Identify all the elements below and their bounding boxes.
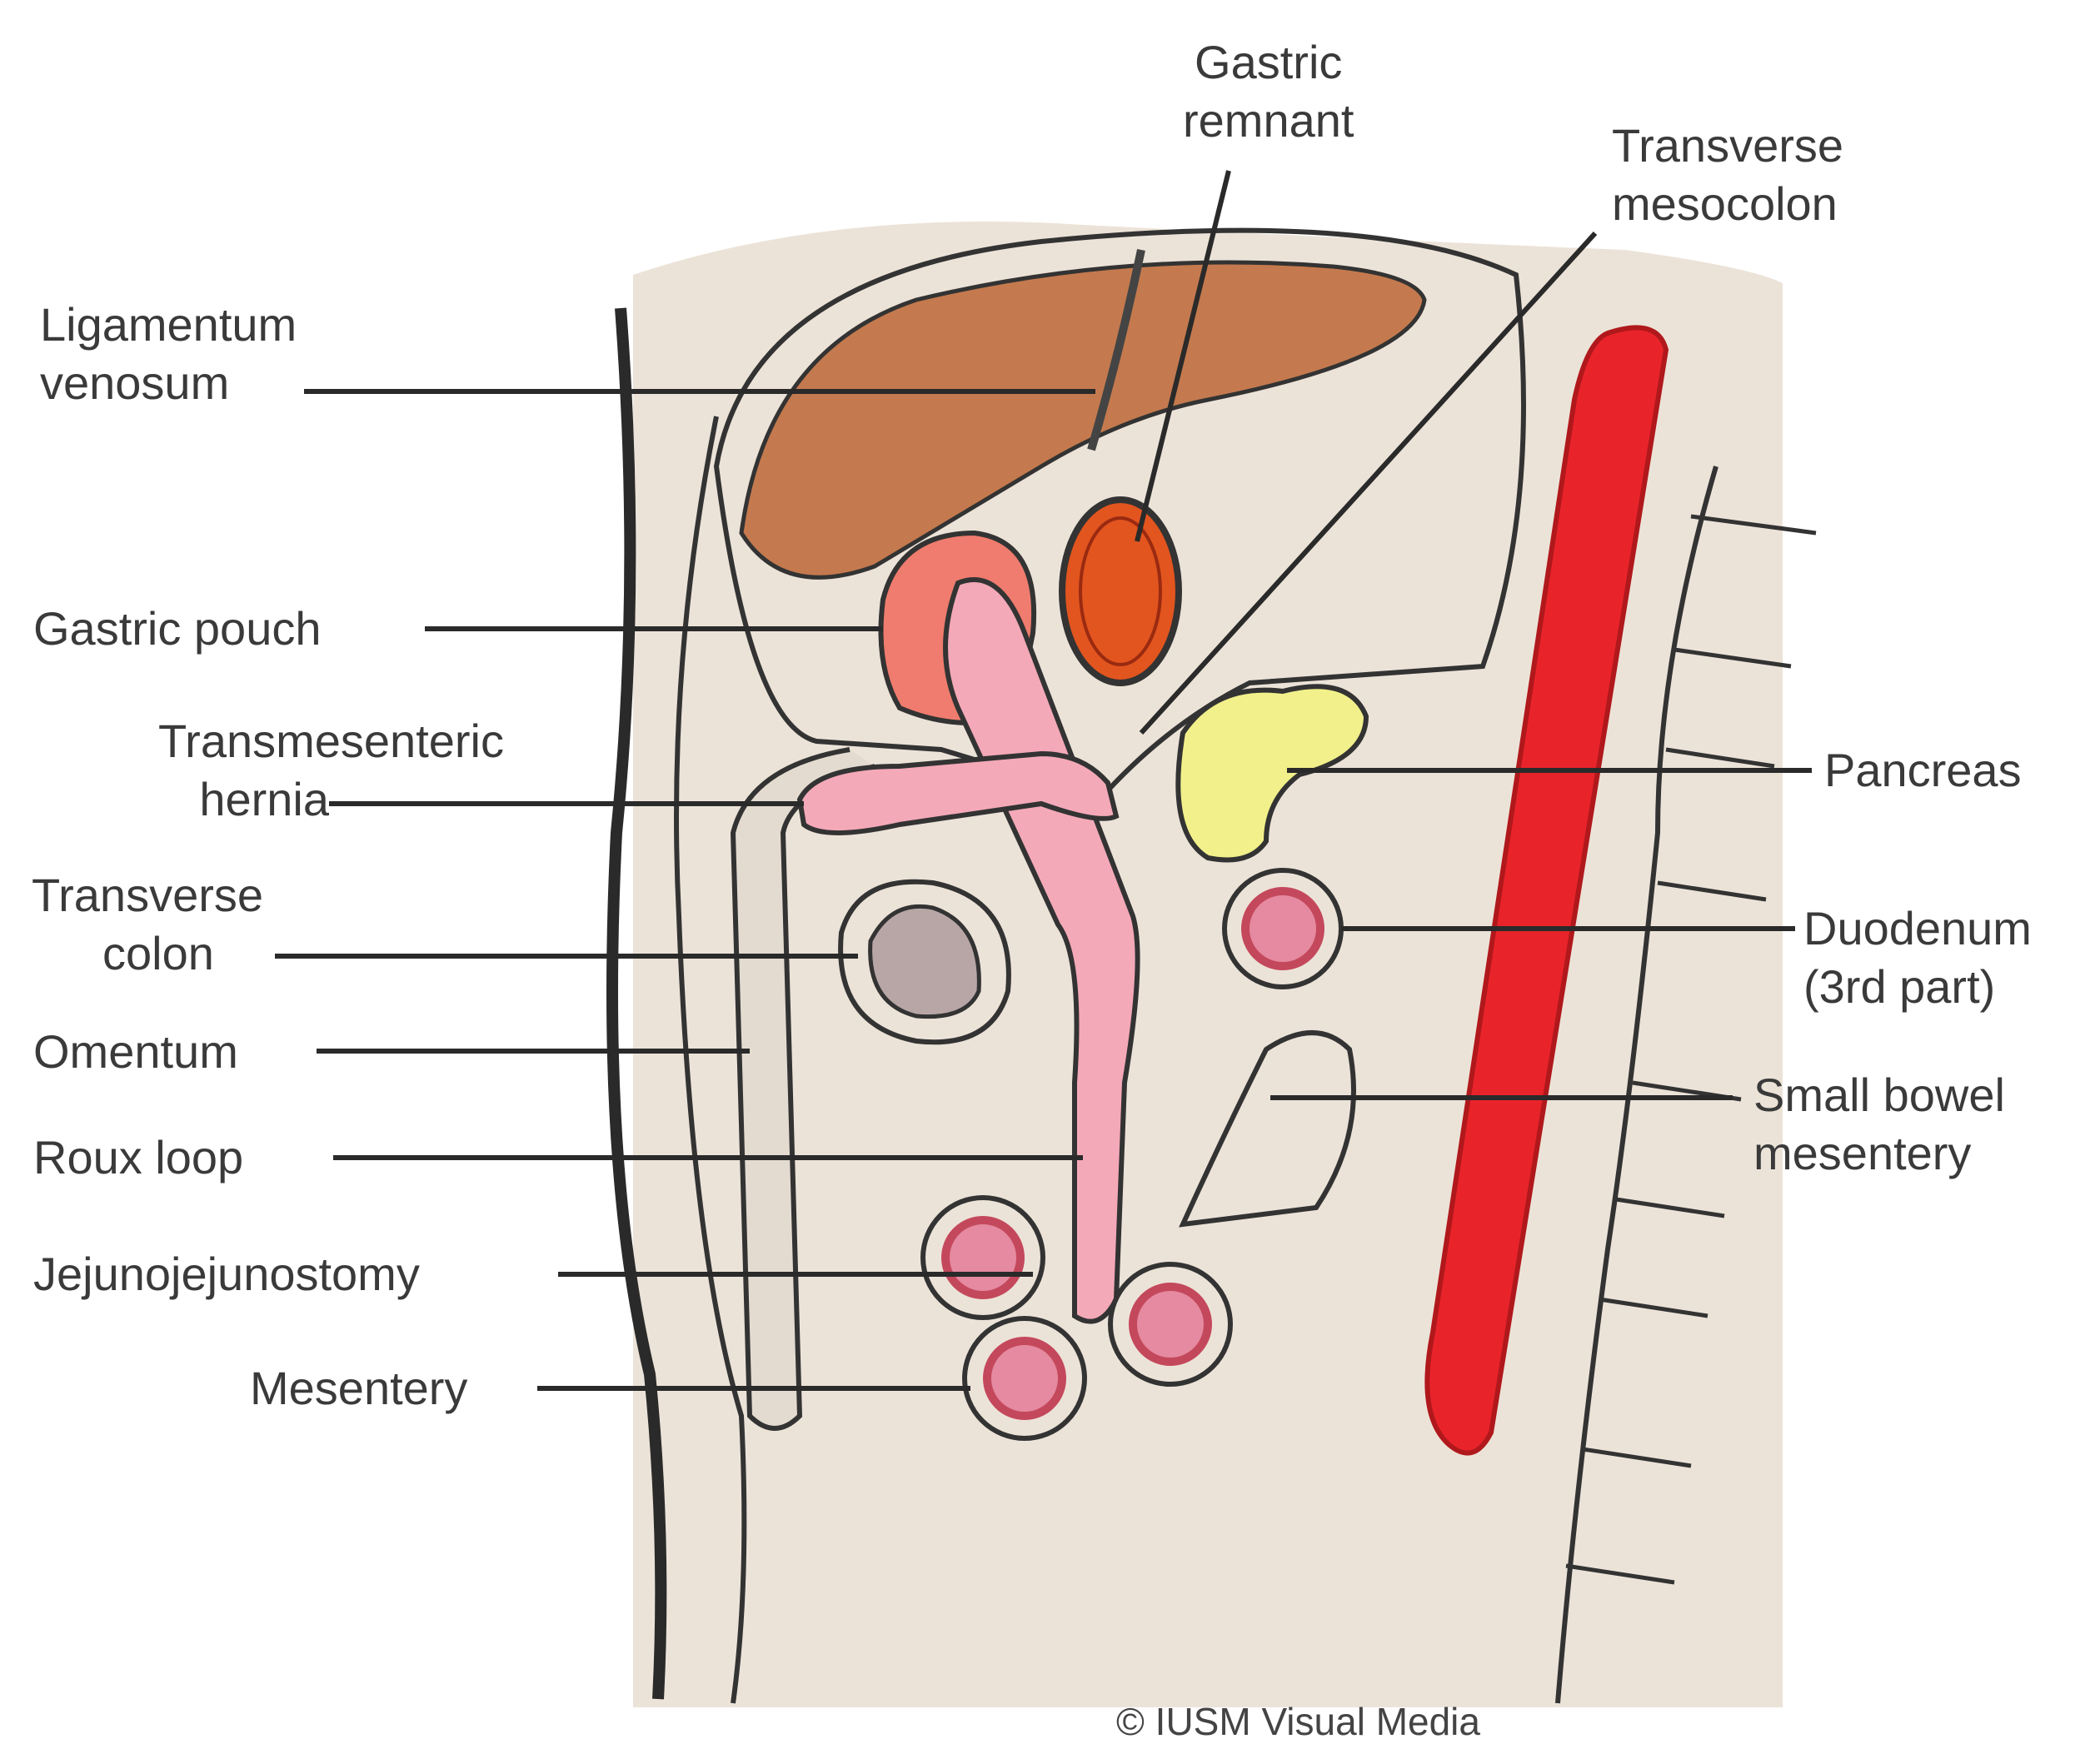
copyright-credit: © IUSM Visual Media — [1116, 1699, 1480, 1744]
label-gastric-pouch: Gastric pouch — [33, 600, 322, 658]
label-pancreas: Pancreas — [1824, 741, 2022, 800]
label-omentum: Omentum — [33, 1023, 238, 1081]
label-roux-loop: Roux loop — [33, 1129, 243, 1187]
label-jejunojejunostomy: Jejunojejunostomy — [33, 1245, 420, 1303]
label-mesentery: Mesentery — [250, 1359, 467, 1418]
label-duodenum: Duodenum(3rd part) — [1803, 899, 2032, 1016]
